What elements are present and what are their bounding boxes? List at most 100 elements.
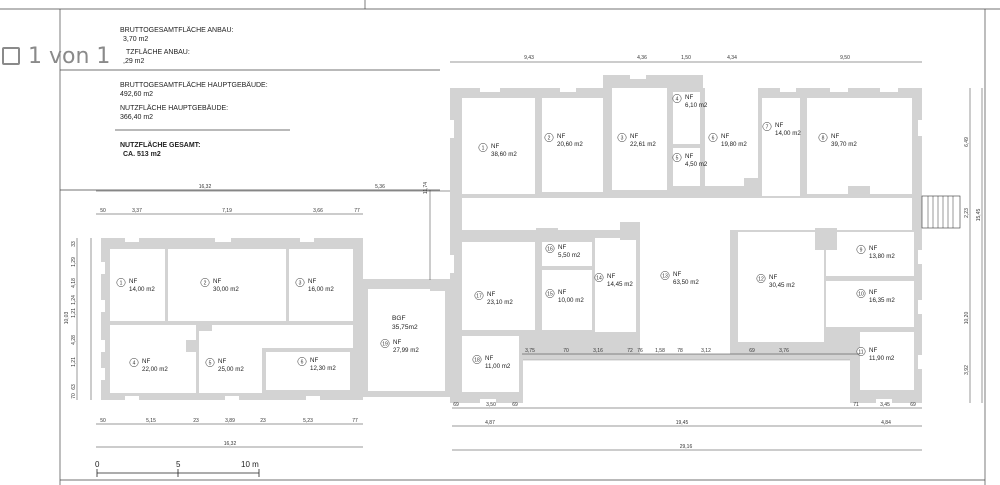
room-type: NF (831, 133, 839, 140)
summary-brutto-haupt-label: BRUTTOGESAMTFLÄCHE HAUPTGEBÄUDE: (120, 81, 268, 89)
room-number: 1 (120, 281, 123, 287)
room-number-circle (297, 357, 307, 366)
dim-right-col-2: 10,20 (964, 312, 970, 325)
dim-bottom-main-0: 69 (453, 402, 459, 408)
main-building (450, 75, 922, 403)
room-area: 11,00 m2 (485, 363, 511, 370)
room-number: 4 (133, 361, 136, 367)
room-number-circle (544, 133, 554, 142)
room-type: NF (721, 133, 729, 140)
room-type: NF (213, 278, 221, 285)
dim-right-col-0: 6,49 (964, 137, 970, 147)
dim-annex-top-2: 7,19 (222, 208, 232, 214)
summary-nutz-haupt-label: NUTZFLÄCHE HAUPTGEBÄUDE: (120, 104, 228, 112)
room-type: NF (558, 289, 566, 296)
dim-annex-left-0: 33 (71, 241, 77, 247)
room-area: 12,30 m2 (310, 365, 336, 372)
room-number: 6 (301, 360, 304, 366)
room-number-circle (818, 133, 828, 142)
dimension-lines (76, 61, 983, 451)
room-type: NF (869, 289, 877, 296)
page-counter: 1 von 1 (0, 38, 110, 74)
room-area: 19,80 m2 (721, 141, 747, 148)
room-number: 2 (204, 281, 207, 287)
dim-right-col-1: 2,23 (964, 208, 970, 218)
connector-bgf-label: BGF (392, 315, 406, 322)
room-type: NF (607, 273, 615, 280)
room-number: 5 (209, 361, 212, 367)
dim-mid-row-8: 69 (749, 348, 755, 354)
summary-gesamt-label: NUTZFLÄCHE GESAMT: (120, 141, 201, 149)
dim-annex-bottom-1: 5,15 (146, 418, 156, 424)
page-counter-label: 1 von 1 (28, 43, 111, 69)
room-area: 14,00 m2 (129, 286, 155, 293)
dim-bottom-main-3: 71 (853, 402, 859, 408)
annex-building (101, 238, 363, 400)
dim-mid-row-7: 3,12 (701, 348, 711, 354)
room-type: NF (557, 133, 565, 140)
room-number: 9 (860, 248, 863, 254)
dim-bottom-main-2: 69 (512, 402, 518, 408)
dim-right-total: 15,45 (976, 209, 982, 222)
dim-annex-bottom-6: 77 (352, 418, 358, 424)
dim-annex-top-4: 77 (354, 208, 360, 214)
room-number-circle (545, 244, 555, 253)
dim-top-main-4: 9,50 (840, 55, 850, 61)
entrance-stairs (921, 195, 961, 229)
room-type: NF (769, 274, 777, 281)
room-number: 18 (474, 358, 480, 364)
room-area: 30,45 m2 (769, 282, 795, 289)
room-type: NF (869, 347, 877, 354)
room-number-circle (478, 143, 488, 152)
room-type: NF (491, 143, 499, 150)
page-thumbnail-icon[interactable] (2, 47, 20, 65)
room-number-circle (472, 355, 482, 364)
dim-mid-row-3: 72 (627, 348, 633, 354)
room-number: 19 (382, 342, 388, 348)
room-area: 22,00 m2 (142, 366, 168, 373)
dim-annex-vert: 11,74 (423, 182, 429, 194)
room-type: NF (310, 357, 318, 364)
room-type: NF (685, 153, 693, 160)
dim-mid-row-6: 78 (677, 348, 683, 354)
dim-bottom-main2-1: 19,45 (676, 420, 689, 426)
room-number-circle (129, 358, 139, 367)
scale-label-10: 10 m (241, 460, 259, 469)
summary-brutto-anbau-value: 3,70 m2 (123, 36, 148, 43)
room-number: 8 (822, 136, 825, 142)
dim-bottom-main-5: 69 (910, 402, 916, 408)
dim-top-main-1: 4,36 (637, 55, 647, 61)
dim-mid-row-5: 1,58 (655, 348, 665, 354)
room-number-circle (380, 339, 390, 348)
room-number: 15 (547, 292, 553, 298)
room-number: 16 (547, 247, 553, 253)
room-number-circle (672, 94, 682, 103)
room-number-circle (594, 273, 604, 282)
room-number-circle (295, 278, 305, 287)
scale-bar: 0 5 10 m (95, 460, 260, 477)
room-number: 5 (676, 156, 679, 162)
dim-annex-left-6: 1,21 (71, 357, 77, 367)
room-area: 30,00 m2 (213, 286, 239, 293)
dim-annex-bottom-3: 3,89 (225, 418, 235, 424)
dim-annex-bottom-5: 5,23 (303, 418, 313, 424)
room-number-circle (856, 347, 866, 356)
dim-annex-bottom-0: 50 (100, 418, 106, 424)
connector-building (363, 279, 450, 397)
dim-annex-gap: 5,36 (375, 184, 385, 190)
room-number-circle (617, 133, 627, 142)
room-number: 10 (858, 292, 864, 298)
